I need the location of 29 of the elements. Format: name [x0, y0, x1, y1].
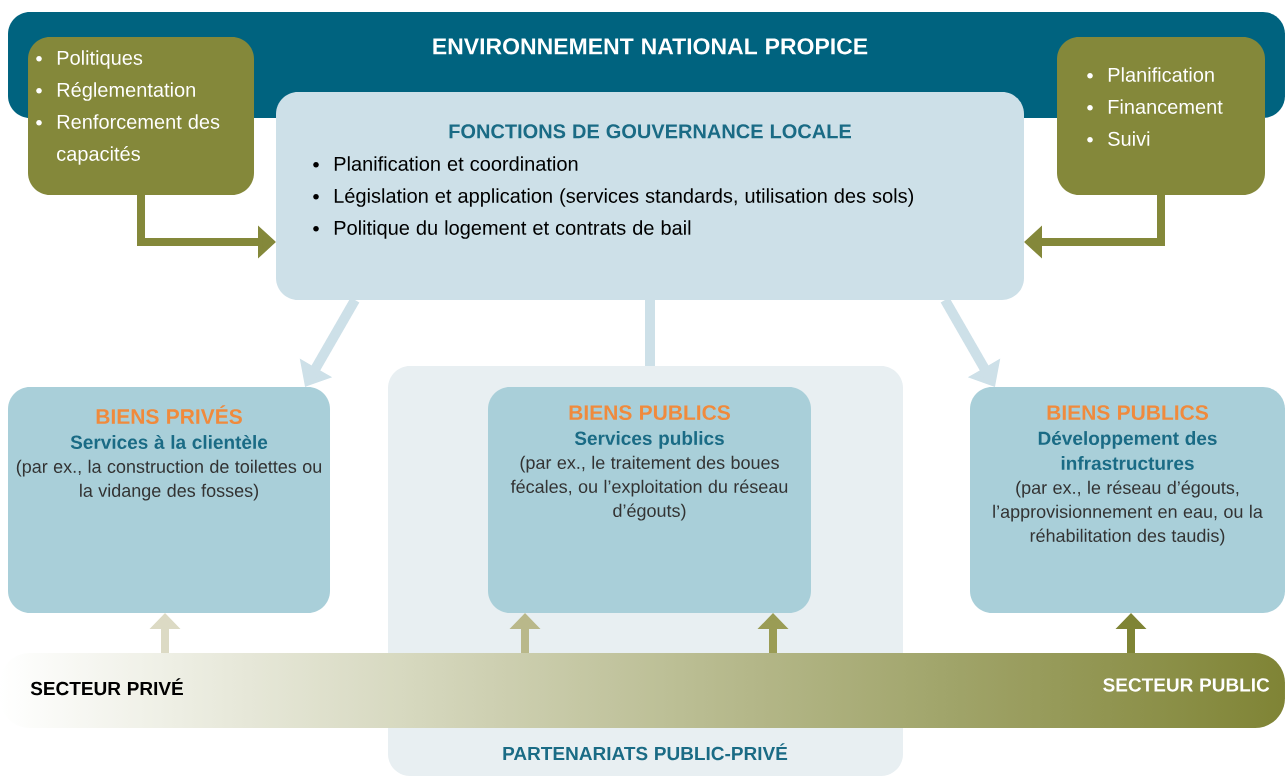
- service-title: Services à la clientèle: [70, 434, 268, 449]
- example-text: (par ex., le traitement des boues fécales, ou l’exploitation du réseau d’égouts): [510, 455, 788, 521]
- goods-box: [970, 387, 1285, 613]
- bullet-card: [28, 37, 254, 195]
- example-text: (par ex., la construction de toilettes ou la vidange des fosses): [16, 459, 322, 501]
- bullet-item: Planification et coordination: [313, 156, 578, 171]
- goods-heading: BIENS PUBLICS: [569, 405, 730, 421]
- sector-label: SECTEUR PRIVÉ: [30, 678, 183, 696]
- goods-heading: BIENS PUBLICS: [1047, 405, 1208, 421]
- panel-label: PARTENARIATS PUBLIC-PRIVÉ: [503, 743, 788, 761]
- bullet-item: Renforcement des capacités: [36, 114, 220, 165]
- bullet-item: Politiques: [36, 50, 143, 69]
- goods-heading: BIENS PRIVÉS: [96, 405, 242, 424]
- goods-box: [488, 387, 811, 613]
- bullet-card: [1057, 37, 1265, 195]
- bullet-item: Politique du logement et contrats de bail: [313, 220, 691, 239]
- service-title: Services publics: [574, 431, 724, 449]
- bullet-item: Planification: [1087, 67, 1214, 82]
- banner-title: ENVIRONNEMENT NATIONAL PROPICE: [433, 38, 868, 55]
- bullet-item: Législation et application (services standards, utilisation des sols): [313, 187, 914, 207]
- bullet-item: Suivi: [1087, 131, 1150, 146]
- example-text: (par ex., le réseau d’égouts, l’approvisionnement en eau, ou la réhabilitation des taudis): [993, 480, 1263, 546]
- bullet-item: Financement: [1087, 99, 1223, 114]
- goods-box: [8, 387, 330, 613]
- bullet-item: Réglementation: [36, 81, 195, 101]
- box-heading: FONCTIONS DE GOUVERNANCE LOCALE: [449, 124, 851, 139]
- service-title: Développement des infrastructures: [1038, 430, 1217, 471]
- functions-box: [276, 92, 1024, 300]
- sector-label: SECTEUR PUBLIC: [1103, 678, 1270, 692]
